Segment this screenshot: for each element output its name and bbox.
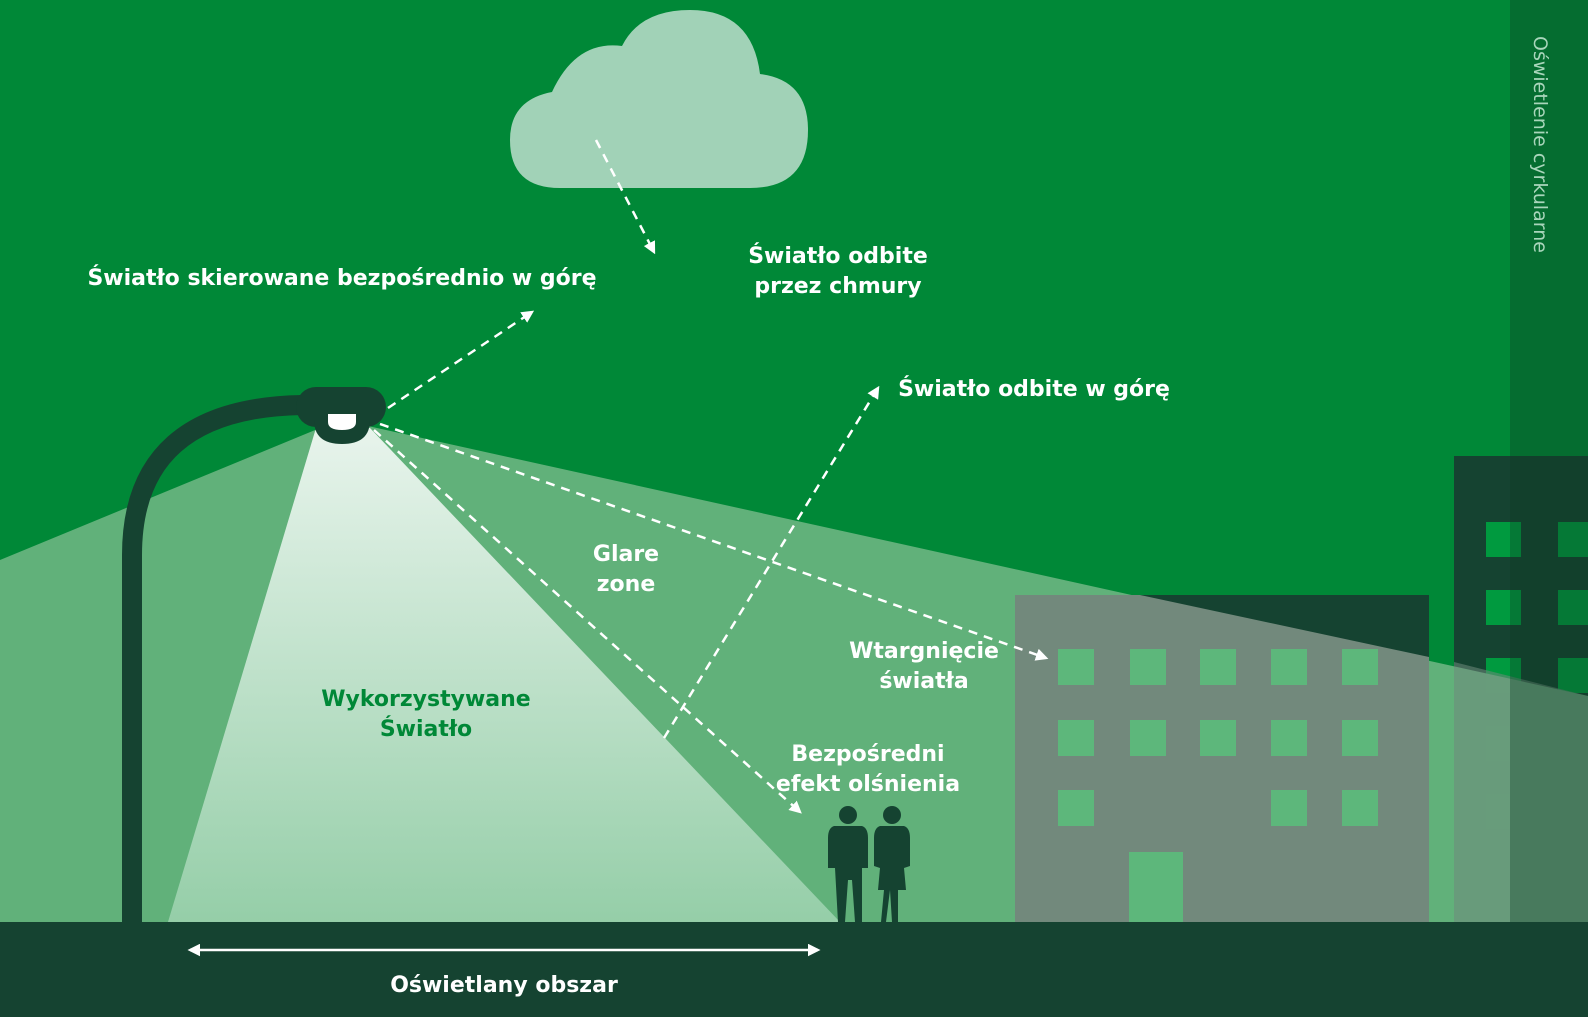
cloud-icon [510, 10, 808, 188]
label-reflected-up: Światło odbite w górę [898, 376, 1170, 402]
arrow-reflected-up [662, 385, 880, 739]
person-icon [874, 806, 910, 922]
label-trespass-2: światła [879, 669, 968, 694]
label-cloud-reflect-2: przez chmury [754, 274, 921, 299]
label-direct-glare-1: Bezpośredni [791, 742, 944, 767]
arrow-trespass [379, 422, 1049, 661]
side-tab-label: Oświetlenie cyrkularne [1529, 36, 1551, 253]
label-used-light-2: Światło [380, 716, 472, 742]
arrow-cloud-reflect [594, 139, 656, 255]
street-lamp-icon [122, 387, 386, 922]
used-light-cone [168, 428, 840, 922]
person-icon [828, 806, 868, 922]
arrows [373, 139, 1049, 814]
label-direct-glare-2: efekt olśnienia [776, 772, 960, 797]
label-used-light-1: Wykorzystywane [321, 687, 530, 712]
label-illuminated-area: Oświetlany obszar [390, 973, 618, 998]
label-glare-zone-1: Glare [593, 542, 659, 567]
label-glare-zone-2: zone [597, 572, 656, 597]
label-cloud-reflect-1: Światło odbite [748, 243, 928, 269]
label-direct-up: Światło skierowane bezpośrednio w górę [87, 265, 596, 291]
side-tab [1510, 0, 1588, 1017]
building-icon [1015, 595, 1429, 922]
arrow-direct-up [387, 310, 535, 410]
label-trespass-1: Wtargnięcie [849, 639, 999, 664]
ground [0, 922, 1588, 1017]
